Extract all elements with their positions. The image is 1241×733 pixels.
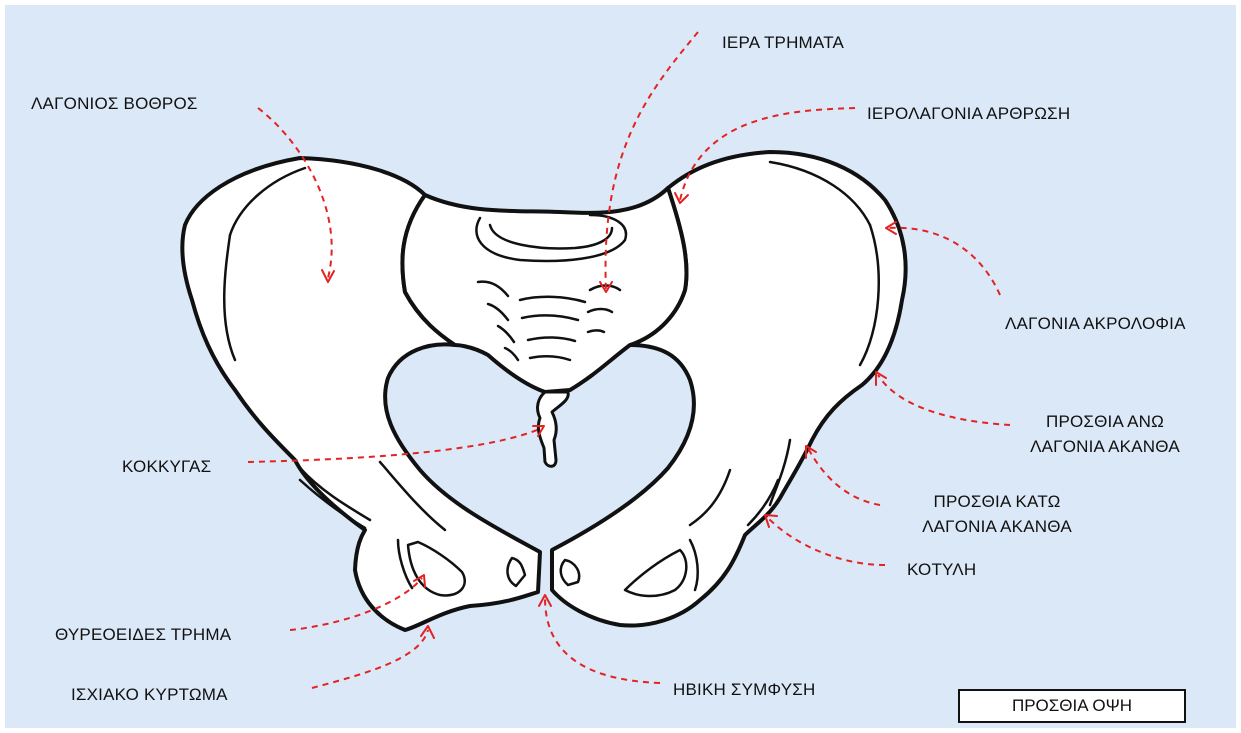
label-pubic-symphysis: ΗΒΙΚΗ ΣΥΜΦΥΣΗ (673, 677, 815, 702)
sacrum (402, 188, 686, 392)
label-obturator-foramen: ΘΥΡΕΟΕΙΔΕΣ ΤΡΗΜΑ (55, 622, 231, 647)
label-acetabulum: ΚΟΤΥΛΗ (907, 557, 976, 582)
diagram-canvas: ΛΑΓΟΝΙΟΣ ΒΟΘΡΟΣ ΙΕΡΑ ΤΡΗΜΑΤΑ ΙΕΡΟΛΑΓΟΝΙΑ… (5, 5, 1236, 728)
label-iliac-fossa: ΛΑΓΟΝΙΟΣ ΒΟΘΡΟΣ (31, 91, 198, 116)
label-ischial-tuberosity: ΙΣΧΙΑΚΟ ΚΥΡΤΩΜΑ (71, 682, 228, 707)
label-sacral-foramina: ΙΕΡΑ ΤΡΗΜΑΤΑ (722, 30, 844, 55)
label-asis: ΠΡΟΣΘΙΑ ΑΝΩ ΛΑΓΟΝΙΑ ΑΚΑΝΘΑ (1015, 409, 1195, 459)
label-asis-line2: ΛΑΓΟΝΙΑ ΑΚΑΝΘΑ (1015, 434, 1195, 459)
label-aiis-line2: ΛΑΓΟΝΙΑ ΑΚΑΝΘΑ (907, 514, 1087, 539)
label-coccyx: ΚΟΚΚΥΓΑΣ (122, 454, 211, 479)
view-caption-box: ΠΡΟΣΘΙΑ ΟΨΗ (958, 689, 1186, 723)
label-asis-line1: ΠΡΟΣΘΙΑ ΑΝΩ (1015, 409, 1195, 434)
label-iliac-crest: ΛΑΓΟΝΙΑ ΑΚΡΟΛΟΦΙΑ (1005, 311, 1186, 336)
label-sacroiliac-joint: ΙΕΡΟΛΑΓΟΝΙΑ ΑΡΘΡΩΣΗ (867, 101, 1070, 126)
label-aiis: ΠΡΟΣΘΙΑ ΚΑΤΩ ΛΑΓΟΝΙΑ ΑΚΑΝΘΑ (907, 489, 1087, 539)
label-aiis-line1: ΠΡΟΣΘΙΑ ΚΑΤΩ (907, 489, 1087, 514)
